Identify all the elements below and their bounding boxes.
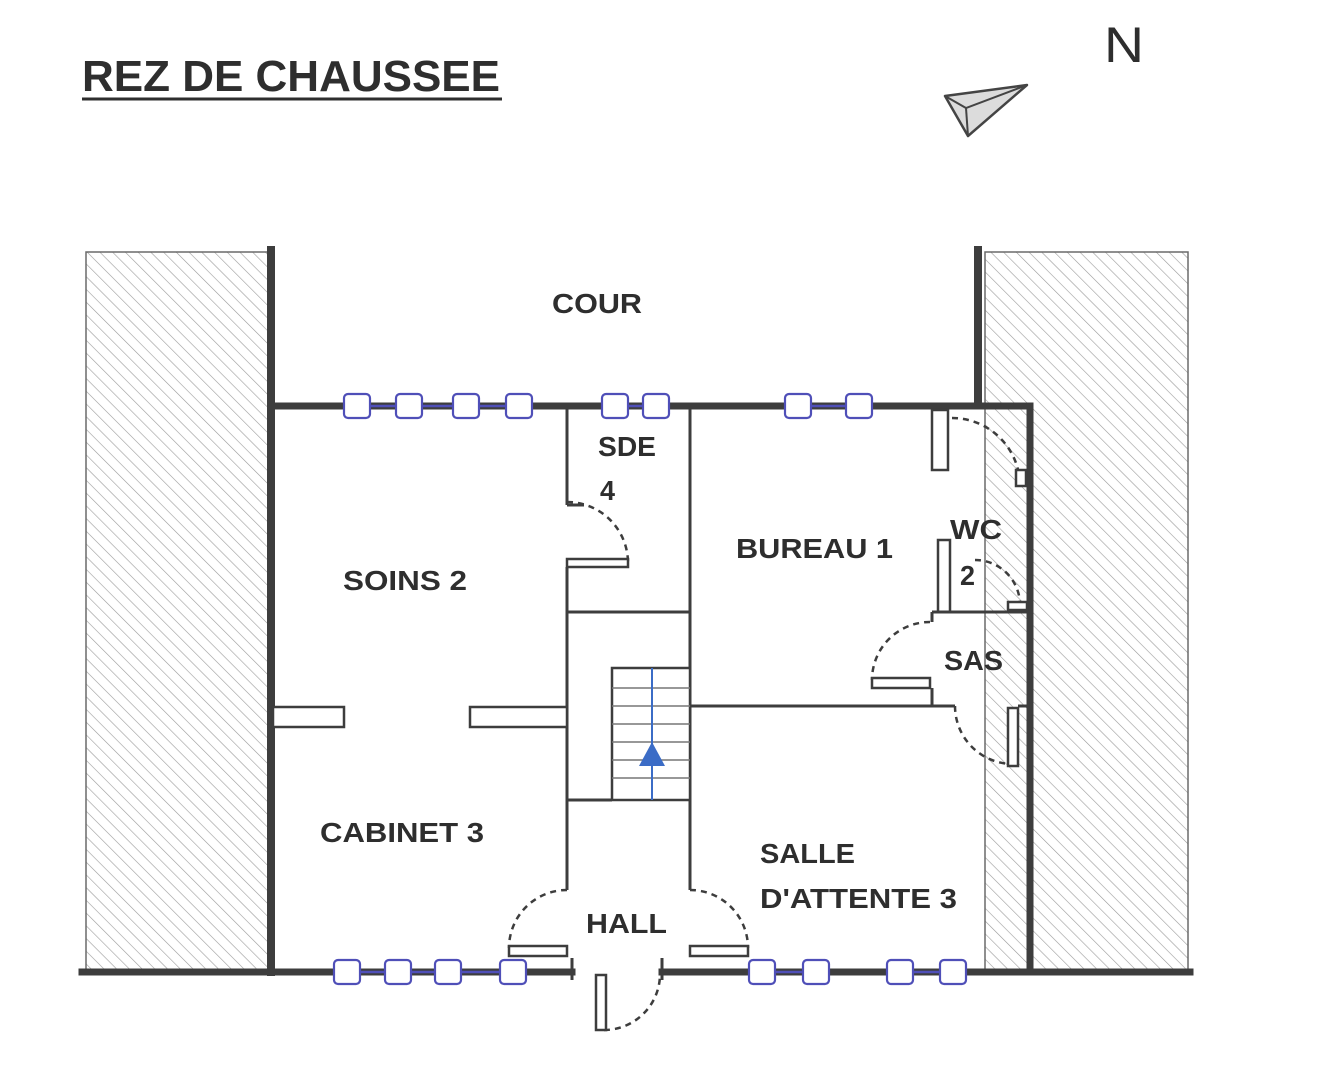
window-pane (600, 392, 630, 420)
door-swing-arc (974, 558, 1022, 606)
plan-title: REZ DE CHAUSSEE (82, 52, 500, 101)
north-arrow-keel (965, 107, 969, 137)
door-sde (565, 500, 630, 569)
window-pane (504, 392, 534, 420)
window-pane (641, 392, 671, 420)
neighbour-building-left (85, 251, 271, 973)
door-wc-lower (974, 558, 1029, 612)
window-pane (783, 392, 813, 420)
room-labels: COUR SDE 4 BUREAU 1 WC 2 SOINS 2 SAS CAB… (320, 288, 1003, 939)
window-pane (383, 958, 413, 986)
window-pane (433, 958, 463, 986)
north-indicator: N (943, 17, 1144, 138)
staircase (610, 666, 692, 802)
room-label-sde: SDE (598, 431, 656, 462)
window-pane (885, 958, 915, 986)
room-label-soins: SOINS 2 (343, 565, 467, 596)
soins-cabinet-partition-right (468, 705, 569, 729)
door-wc-upper (951, 416, 1028, 488)
room-label-wc: WC (950, 514, 1002, 545)
street-windows (332, 958, 968, 986)
door-sas-bureau (870, 620, 932, 690)
window-pane (451, 392, 481, 420)
window-pane (394, 392, 424, 420)
room-label-sas: SAS (944, 645, 1003, 676)
door-leaf (1006, 600, 1029, 612)
door-leaf (565, 557, 630, 569)
door-leaf (1014, 468, 1028, 488)
room-label-bureau: BUREAU 1 (736, 533, 893, 564)
north-arrow-body (943, 83, 1029, 138)
doors (507, 416, 1029, 1032)
room-label-wc-number: 2 (960, 560, 975, 591)
door-leaf (594, 973, 608, 1032)
window-pane (332, 958, 362, 986)
room-label-hall: HALL (586, 908, 667, 939)
wc-left-wall-upper (930, 408, 950, 472)
room-label-cour: COUR (552, 288, 642, 319)
door-hall-cabinet (507, 888, 569, 958)
window-pane (747, 958, 777, 986)
north-arrow-icon (943, 83, 1029, 138)
door-hall-salle (688, 888, 750, 958)
door-leaf (688, 944, 750, 958)
window-pane (801, 958, 831, 986)
room-label-sde-number: 4 (600, 475, 615, 506)
north-label: N (1104, 17, 1144, 73)
door-swing-arc (507, 888, 568, 949)
door-leaf (870, 676, 932, 690)
room-label-attente: D'ATTENTE 3 (760, 883, 957, 914)
room-label-salle: SALLE (760, 838, 855, 869)
room-label-cabinet: CABINET 3 (320, 817, 484, 848)
window-pane (342, 392, 372, 420)
window-pane (938, 958, 968, 986)
door-swing-arc (953, 705, 1014, 766)
soins-cabinet-partition-left (271, 705, 346, 729)
plan-header: REZ DE CHAUSSEE (82, 52, 502, 101)
door-swing-arc (689, 888, 750, 949)
door-entrance (594, 973, 662, 1032)
window-pane (498, 958, 528, 986)
door-sas-salle (953, 705, 1020, 768)
door-leaf (507, 944, 569, 958)
window-pane (844, 392, 874, 420)
interior-walls (271, 408, 1027, 980)
door-leaf (1006, 706, 1020, 768)
door-swing-arc (566, 500, 630, 564)
door-swing-arc (603, 973, 662, 1032)
stair-up-arrow-icon (639, 742, 665, 766)
wc-left-wall-lower (936, 538, 952, 614)
courtyard-windows (342, 392, 874, 420)
door-swing-arc (870, 620, 931, 681)
